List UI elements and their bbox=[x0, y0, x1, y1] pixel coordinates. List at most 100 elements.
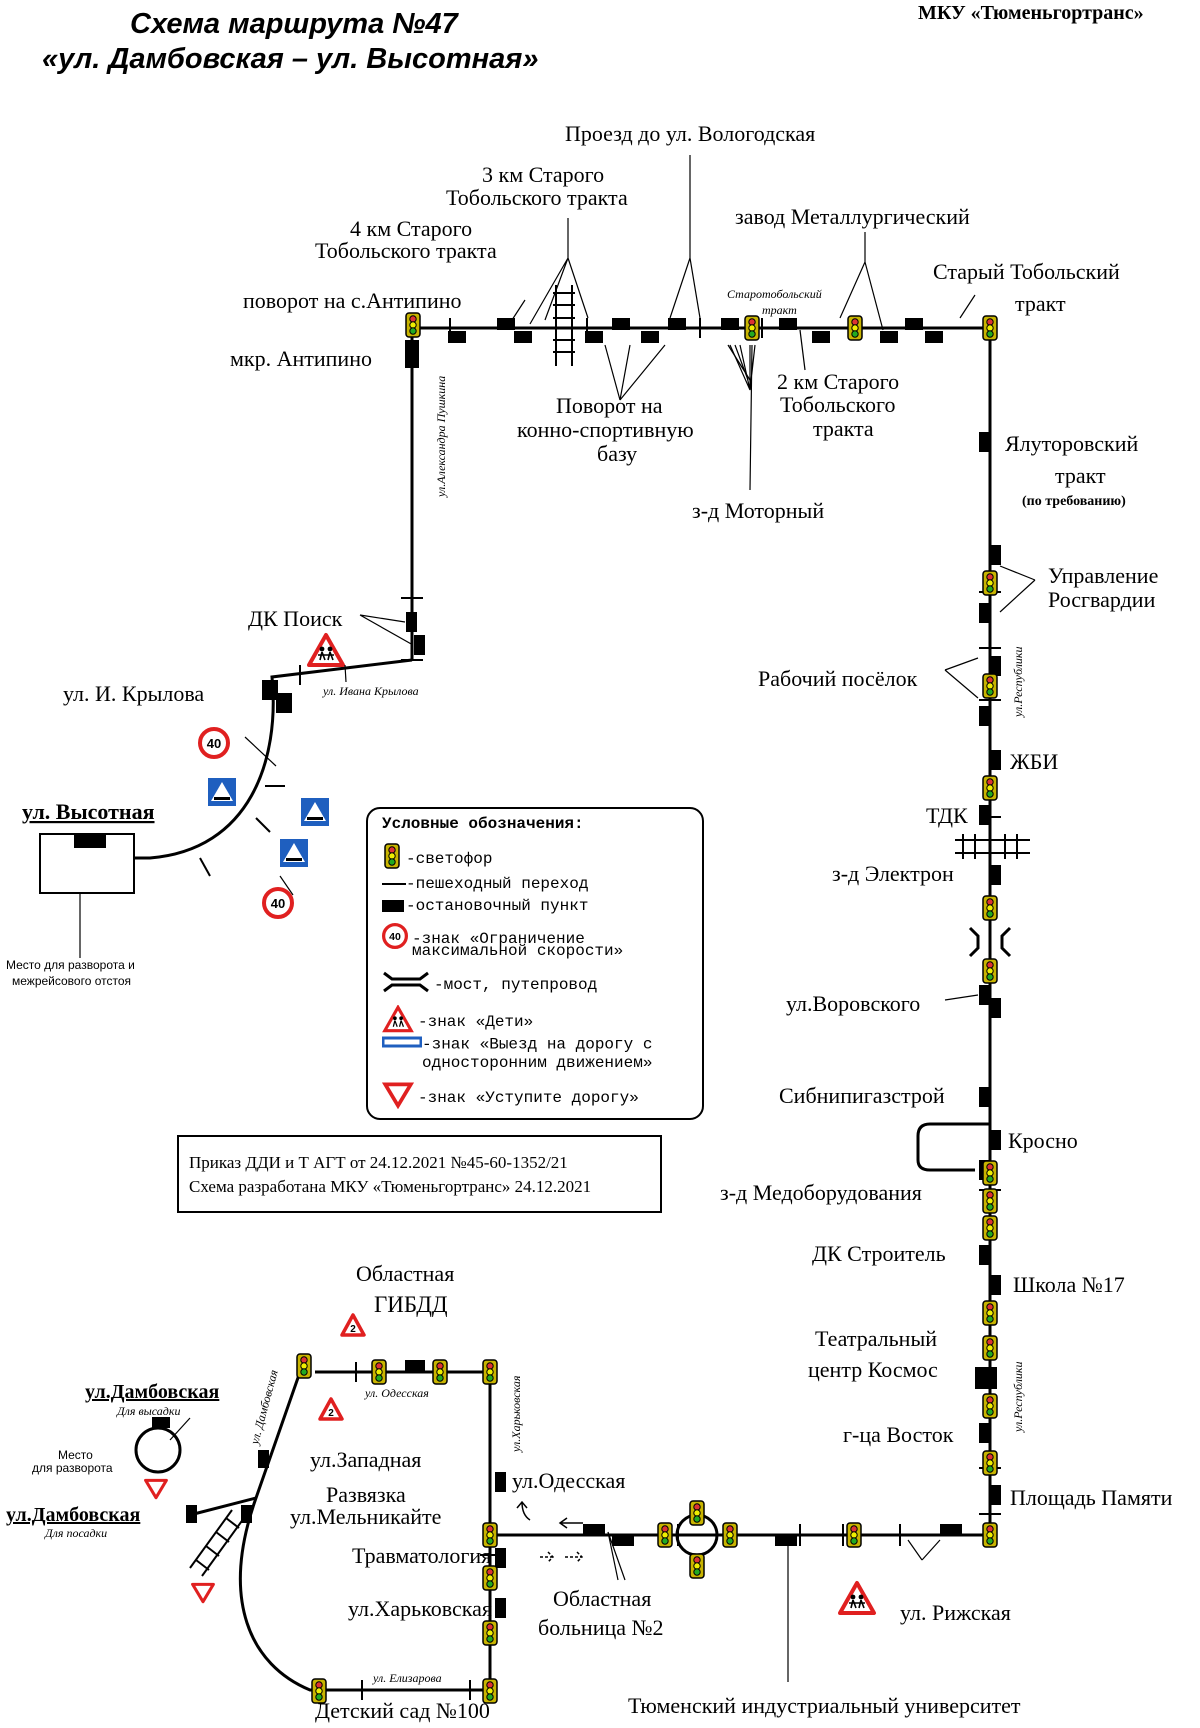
terminal-label: ул.Дамбовская bbox=[85, 1381, 219, 1403]
route-segment-turn-dambovskaya bbox=[189, 1496, 257, 1517]
stop-label: тракт bbox=[1055, 463, 1106, 488]
railway-crossing-top bbox=[553, 285, 575, 366]
legend-item: -светофор bbox=[382, 843, 492, 875]
stops-top bbox=[405, 318, 943, 368]
legend-label: -мост, путепровод bbox=[434, 976, 598, 995]
note-label: Для высадки bbox=[116, 1404, 180, 1418]
speed-limit-sign bbox=[262, 887, 294, 919]
stop-label: тракт bbox=[1015, 291, 1066, 316]
stop-label: Областная bbox=[356, 1261, 454, 1286]
stop-label: з-д Электрон bbox=[832, 861, 954, 886]
legend-label: -остановочный пункт bbox=[406, 897, 589, 915]
crossings-left bbox=[199, 597, 423, 877]
legend-label: максимальной скорости» bbox=[412, 942, 624, 960]
legend-item: -знак «Выезд на дорогу с bbox=[381, 1035, 652, 1055]
legend-label: -пешеходный переход bbox=[406, 875, 589, 893]
railway-crossing-right bbox=[955, 834, 1030, 859]
stop-label: ЖБИ bbox=[1010, 749, 1058, 774]
stop-label: г-ца Восток bbox=[843, 1422, 954, 1447]
yield-sign bbox=[318, 1397, 344, 1421]
stop-label: ДК Строитель bbox=[812, 1241, 946, 1266]
yield-sign bbox=[340, 1313, 366, 1337]
stop-icon bbox=[382, 899, 404, 912]
street-label: ул. Елизарова bbox=[372, 1671, 442, 1685]
stop-label: Тобольского тракта bbox=[315, 238, 497, 263]
terminal-label: ул. Высотная bbox=[22, 799, 155, 824]
stop-label: ул.Мельникайте bbox=[290, 1504, 441, 1529]
leader-lines bbox=[169, 155, 1036, 1682]
legend-item: -мост, путепровод bbox=[382, 971, 597, 999]
route-segment-dambovskaya bbox=[238, 1371, 492, 1692]
street-label: ул.Республики bbox=[1011, 646, 1025, 718]
stop-label: ул. И. Крылова bbox=[63, 681, 204, 706]
stop-label: Кросно bbox=[1008, 1128, 1078, 1153]
stop-label: 3 км Старого bbox=[482, 162, 604, 187]
stop-label: ДК Поиск bbox=[248, 606, 343, 631]
traffic-light-icon bbox=[382, 843, 420, 875]
pedestrian-crossing-sign bbox=[208, 778, 236, 806]
note-label: Место bbox=[58, 1448, 93, 1462]
stop-label: з-д Моторный bbox=[692, 498, 824, 523]
yield-sign bbox=[143, 1478, 169, 1500]
legend-label: -знак «Дети» bbox=[418, 1013, 534, 1032]
pedestrian-crossing-sign bbox=[280, 839, 308, 867]
stop-label: ул.Западная bbox=[310, 1447, 421, 1472]
street-label: ул. Ивана Крылова bbox=[322, 684, 419, 698]
stop-label: Проезд до ул. Вологодская bbox=[565, 121, 815, 146]
stop-label: Ялуторовский bbox=[1005, 431, 1138, 456]
stop-label: Тобольского тракта bbox=[446, 185, 628, 210]
street-label: ул. Одесская bbox=[364, 1386, 429, 1400]
street-label: ул.Харьковская bbox=[509, 1375, 523, 1453]
stop-label: ул.Воровского bbox=[786, 991, 920, 1016]
stop-label: 2 км Старого bbox=[777, 369, 899, 394]
legend-item: -знак «Уступите дорогу» bbox=[381, 1081, 639, 1115]
stop-label: Тобольского bbox=[780, 392, 896, 417]
direction-arrows bbox=[516, 1500, 584, 1563]
crossings-top bbox=[449, 318, 763, 338]
stop-label: завод Металлургический bbox=[735, 204, 970, 229]
note-label: межрейсового отстоя bbox=[12, 974, 131, 988]
stop-label: Травматология bbox=[352, 1543, 491, 1568]
legend-label: -знак «Ограничение bbox=[412, 930, 585, 949]
stop-label: ТДК bbox=[926, 803, 968, 828]
one-way-icon bbox=[381, 1035, 423, 1054]
bridge-right bbox=[968, 926, 1012, 958]
title-line-1: Схема маршрута №47 bbox=[130, 8, 460, 40]
legend-item: -знак «Дети» bbox=[382, 1004, 534, 1039]
stop-label: ул.Одесская bbox=[512, 1468, 625, 1493]
stop-label: 4 км Старого bbox=[350, 216, 472, 241]
stop-label: Сибнипигазстрой bbox=[779, 1083, 945, 1108]
stop-label: Поворот на bbox=[556, 393, 663, 418]
street-label: тракт bbox=[762, 303, 797, 317]
stops-bottom bbox=[152, 1360, 962, 1618]
stop-label: Областная bbox=[553, 1586, 651, 1611]
street-label: ул.Республики bbox=[1011, 1361, 1025, 1433]
railway-crossing-dambovskaya bbox=[189, 1509, 245, 1577]
pedestrian-crossing-sign bbox=[301, 798, 329, 826]
order-line: Приказ ДДИ и Т АГТ от 24.12.2021 №45-60-… bbox=[189, 1153, 568, 1172]
stop-label: Рабочий посёлок bbox=[758, 666, 918, 691]
stop-label: Детский сад №100 bbox=[315, 1698, 490, 1723]
route-segment-krosno-loop bbox=[916, 1122, 990, 1172]
street-label: ул. Дамбовская bbox=[247, 1368, 281, 1447]
stop-label: конно-спортивную bbox=[517, 417, 694, 442]
stop-label: ул.Харьковская bbox=[348, 1596, 492, 1621]
stop-label: Площадь Памяти bbox=[1010, 1485, 1173, 1510]
stop-label: Старый Тобольский bbox=[933, 259, 1120, 284]
children-sign bbox=[838, 1581, 876, 1615]
speed-limit-icon: 40 bbox=[382, 923, 412, 955]
children-icon bbox=[382, 1004, 418, 1039]
stop-label: больница №2 bbox=[538, 1615, 664, 1640]
svg-text:40: 40 bbox=[389, 931, 401, 943]
stops-left bbox=[262, 612, 425, 713]
note-label: Место для разворота и bbox=[6, 958, 135, 972]
street-label: Старотобольский bbox=[727, 287, 822, 301]
legend-item: -пешеходный переход bbox=[382, 875, 588, 894]
stops-right bbox=[975, 432, 1001, 1505]
terminal-label: ул.Дамбовская bbox=[6, 1504, 140, 1526]
stop-label: Управление bbox=[1048, 563, 1158, 588]
stop-label: центр Космос bbox=[808, 1357, 938, 1382]
legend-label: -знак «Уступите дорогу» bbox=[418, 1089, 639, 1108]
stop-label: з-д Медоборудования bbox=[720, 1180, 922, 1205]
